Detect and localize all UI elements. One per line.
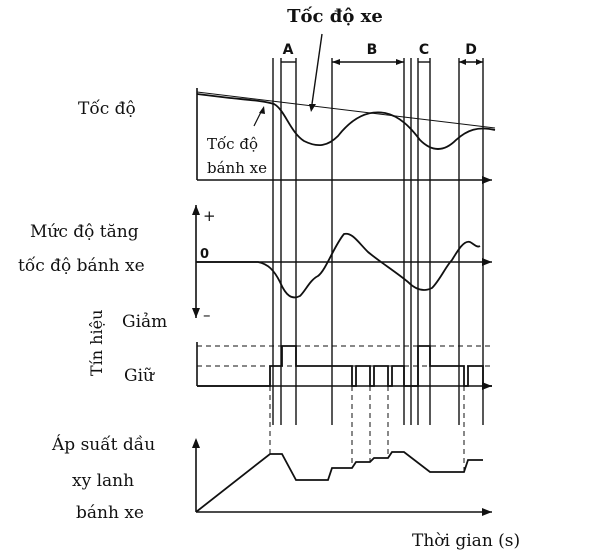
signal-decrease-label: Giảm (122, 312, 167, 332)
phase-dividers (272, 58, 484, 425)
pressure-x-axis-arrow (482, 508, 492, 516)
wheel-speed-label-2: bánh xe (207, 159, 267, 177)
x-axis-time-label: Thời gian (s) (412, 531, 520, 551)
accel-label-2: tốc độ bánh xe (18, 256, 145, 276)
phase-brackets (281, 59, 483, 65)
pressure-label-3: bánh xe (76, 503, 144, 523)
phase-label-c: C (419, 42, 429, 58)
vehicle-speed-pointer (311, 33, 323, 105)
pressure-label-2: xy lanh (72, 471, 134, 491)
accel-label-1: Mức độ tăng (30, 222, 139, 242)
pulse-guides (269, 386, 465, 472)
phase-label-a: A (283, 42, 294, 58)
wheel-cylinder-pressure-curve (195, 451, 483, 513)
wheel-acceleration-curve (196, 232, 481, 299)
accel-zero-label: 0 (200, 247, 209, 262)
signal-axis-label: Tín hiệu (87, 310, 106, 376)
accel-y-axis-arrow-down (192, 308, 200, 318)
wheel-speed-curve (196, 93, 496, 150)
speed-x-axis-arrow (482, 176, 492, 184)
accel-plus-sign: + (203, 207, 216, 225)
pressure-label-1: Áp suất dầu (51, 434, 155, 455)
vehicle-speed-curve (196, 91, 496, 129)
speed-label: Tốc độ (78, 99, 136, 119)
wheel-speed-pointer-arrow (259, 106, 265, 114)
phase-label-b: B (367, 42, 378, 58)
pressure-y-axis-arrow (192, 438, 200, 448)
accel-zero-line-arrow (482, 258, 492, 266)
accel-minus-sign: – (203, 306, 211, 324)
phase-label-d: D (465, 42, 477, 58)
vehicle-speed-title: Tốc độ xe (287, 5, 383, 27)
wheel-speed-label-1: Tốc độ (207, 135, 258, 153)
accel-y-axis-arrow-up (192, 205, 200, 215)
signal-waveform (197, 345, 492, 387)
signal-hold-label: Giữ (124, 366, 155, 386)
